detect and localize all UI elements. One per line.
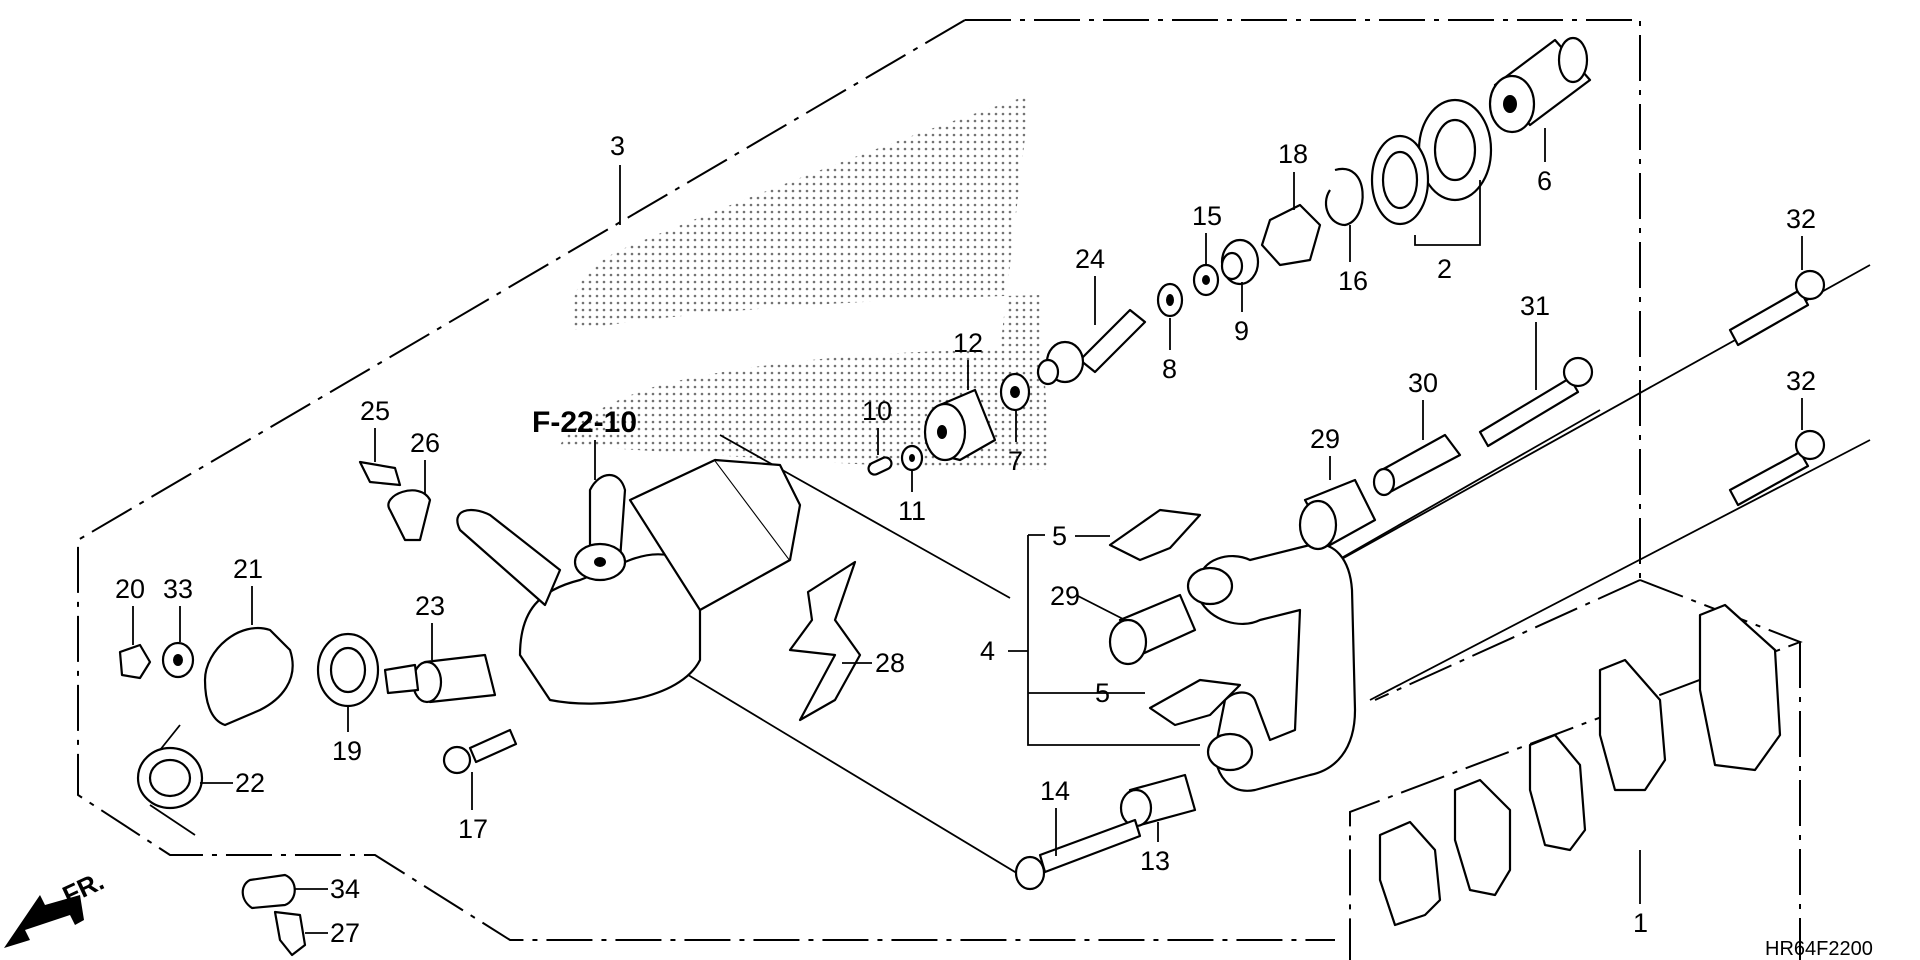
label-26: 26 [410,428,440,458]
wing-watermark [560,95,1050,470]
part-34-cap[interactable] [241,873,296,910]
label-23: 23 [415,591,445,621]
label-28: 28 [875,648,905,678]
part-22-spring[interactable] [136,724,204,836]
label-2: 2 [1437,254,1452,284]
part-16-clip[interactable] [1324,167,1364,227]
label-25: 25 [360,396,390,426]
part-31-bolt[interactable] [1478,356,1594,448]
label-19: 19 [332,736,362,766]
part-1-pads[interactable] [1378,603,1782,927]
label-27: 27 [330,918,360,948]
part-23-piston[interactable] [383,653,497,704]
part-30-sleeve[interactable] [1372,433,1462,497]
part-11-washer[interactable] [900,444,924,472]
part-32-bolt-lower[interactable] [1728,429,1826,507]
part-4-bracket[interactable] [1186,543,1357,792]
part-7-washer[interactable] [999,372,1031,412]
label-7: 7 [1008,446,1023,476]
part-15-washer[interactable] [1192,263,1220,297]
label-3: 3 [610,131,625,161]
label-5-lower: 5 [1095,678,1110,708]
assembly-lines [649,264,1871,879]
part-5-shim-upper[interactable] [1108,508,1202,562]
part-8-washer[interactable] [1156,282,1184,318]
label-14: 14 [1040,776,1070,806]
part-6-bushing[interactable] [1488,36,1592,134]
part-26-bracket[interactable] [387,489,432,542]
label-20: 20 [115,574,145,604]
label-22: 22 [235,768,265,798]
part-18-retainer[interactable] [1260,203,1322,267]
label-6: 6 [1537,166,1552,196]
diagram-code: HR64F2200 [1765,938,1873,960]
label-13: 13 [1140,846,1170,876]
part-29-boot-upper[interactable] [1298,478,1377,551]
part-20-nut[interactable] [118,643,152,680]
label-12: 12 [953,328,983,358]
label-15: 15 [1192,201,1222,231]
label-32-lower: 32 [1786,366,1816,396]
label-11: 11 [898,496,926,526]
label-1: 1 [1633,908,1648,938]
part-12-cam[interactable] [923,388,997,462]
part-13-boot[interactable] [1119,773,1197,828]
part-33-washer[interactable] [161,641,195,679]
label-10: 10 [862,396,892,426]
label-30: 30 [1408,368,1438,398]
label-9: 9 [1234,316,1249,346]
label-24: 24 [1075,244,1105,274]
part-17-bolt[interactable] [442,728,518,775]
label-29-lower: 29 [1050,581,1080,611]
label-17: 17 [458,814,488,844]
label-16: 16 [1338,266,1368,296]
label-32-upper: 32 [1786,204,1816,234]
section-reference[interactable]: F-22-10 [532,406,637,439]
label-4: 4 [980,636,995,666]
part-27-clip[interactable] [273,910,307,957]
part-19-seal[interactable] [316,632,380,708]
part-5-shim-lower[interactable] [1148,678,1242,727]
part-3-caliper-body[interactable] [456,458,802,705]
label-31: 31 [1520,291,1550,321]
part-14-pin-bolt[interactable] [1014,818,1142,891]
label-29-upper: 29 [1310,424,1340,454]
part-25-bleeder[interactable] [358,460,402,487]
label-34: 34 [330,874,360,904]
label-8: 8 [1162,354,1177,384]
front-direction-indicator: FR. [4,866,109,948]
label-5-upper: 5 [1052,521,1067,551]
label-21: 21 [233,554,263,584]
part-24-adjuster-bolt[interactable] [1036,308,1147,386]
part-2-seals[interactable] [1370,98,1493,226]
part-21-lever[interactable] [203,627,294,727]
part-29-boot-lower[interactable] [1108,593,1197,666]
part-labels: 3 18 15 6 24 16 2 9 32 31 12 8 30 32 25 … [115,128,1816,948]
part-32-bolt-upper[interactable] [1728,269,1826,347]
label-33: 33 [163,574,193,604]
part-10-pin[interactable] [867,455,894,476]
part-28-spring-plate[interactable] [788,560,862,722]
label-18: 18 [1278,139,1308,169]
part-9-nut[interactable] [1220,238,1260,286]
